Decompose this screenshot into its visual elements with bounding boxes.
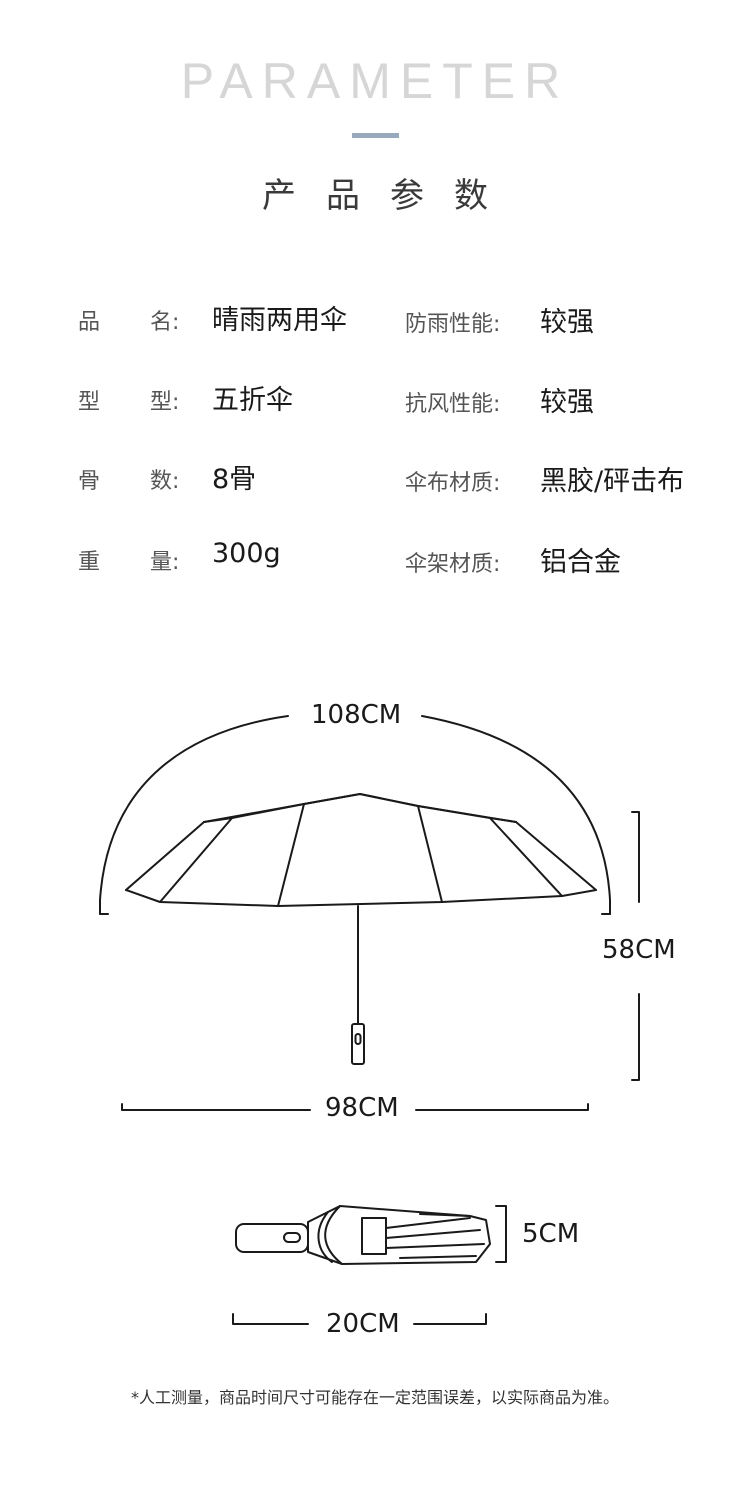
param-label-type-b: 型:: [150, 390, 180, 415]
arc-label: 108CM: [311, 700, 402, 730]
width-label: 98CM: [325, 1093, 399, 1123]
param-label-name-b: 名:: [150, 310, 180, 335]
param-label-type-a: 型: [78, 390, 101, 415]
param-label-name-a: 品: [78, 310, 101, 335]
width-dimension-line: [121, 1103, 311, 1111]
param-label-windproof: 抗风性能:: [405, 392, 501, 417]
height-dimension-line: [631, 811, 640, 903]
title-accent-bar: [352, 133, 399, 138]
param-value-name: 晴雨两用伞: [212, 305, 347, 336]
param-value-type: 五折伞: [212, 385, 293, 416]
folded-length-label: 20CM: [326, 1309, 400, 1339]
height-label: 58CM: [602, 935, 676, 965]
param-value-windproof: 较强: [540, 387, 594, 418]
param-label-rainproof: 防雨性能:: [405, 312, 501, 337]
param-value-ribs: 8骨: [212, 464, 257, 495]
folded-diameter-line: [495, 1205, 507, 1263]
folded-umbrella-icon: [235, 1205, 491, 1265]
page-title-cn: 产品参数: [262, 176, 518, 216]
param-label-ribs-a: 骨: [78, 469, 101, 494]
folded-length-line: [232, 1313, 309, 1325]
page-title-en: PARAMETER: [180, 53, 570, 109]
param-label-fabric: 伞布材质:: [405, 471, 501, 496]
param-label-weight-b: 量:: [150, 550, 180, 575]
measurement-disclaimer: *人工测量，商品时间尺寸可能存在一定范围误差，以实际商品为准。: [130, 1388, 619, 1407]
param-label-ribs-b: 数:: [150, 469, 180, 494]
folded-diameter-label: 5CM: [522, 1219, 580, 1249]
param-label-weight-a: 重: [78, 550, 101, 575]
param-value-fabric: 黑胶/砰击布: [540, 466, 685, 497]
param-value-frame: 铝合金: [540, 547, 621, 578]
param-value-weight: 300g: [212, 538, 281, 569]
open-umbrella-icon: [125, 793, 597, 1065]
param-value-rainproof: 较强: [540, 307, 594, 338]
param-label-frame: 伞架材质:: [405, 552, 501, 577]
arc-dimension-line: [99, 715, 289, 915]
